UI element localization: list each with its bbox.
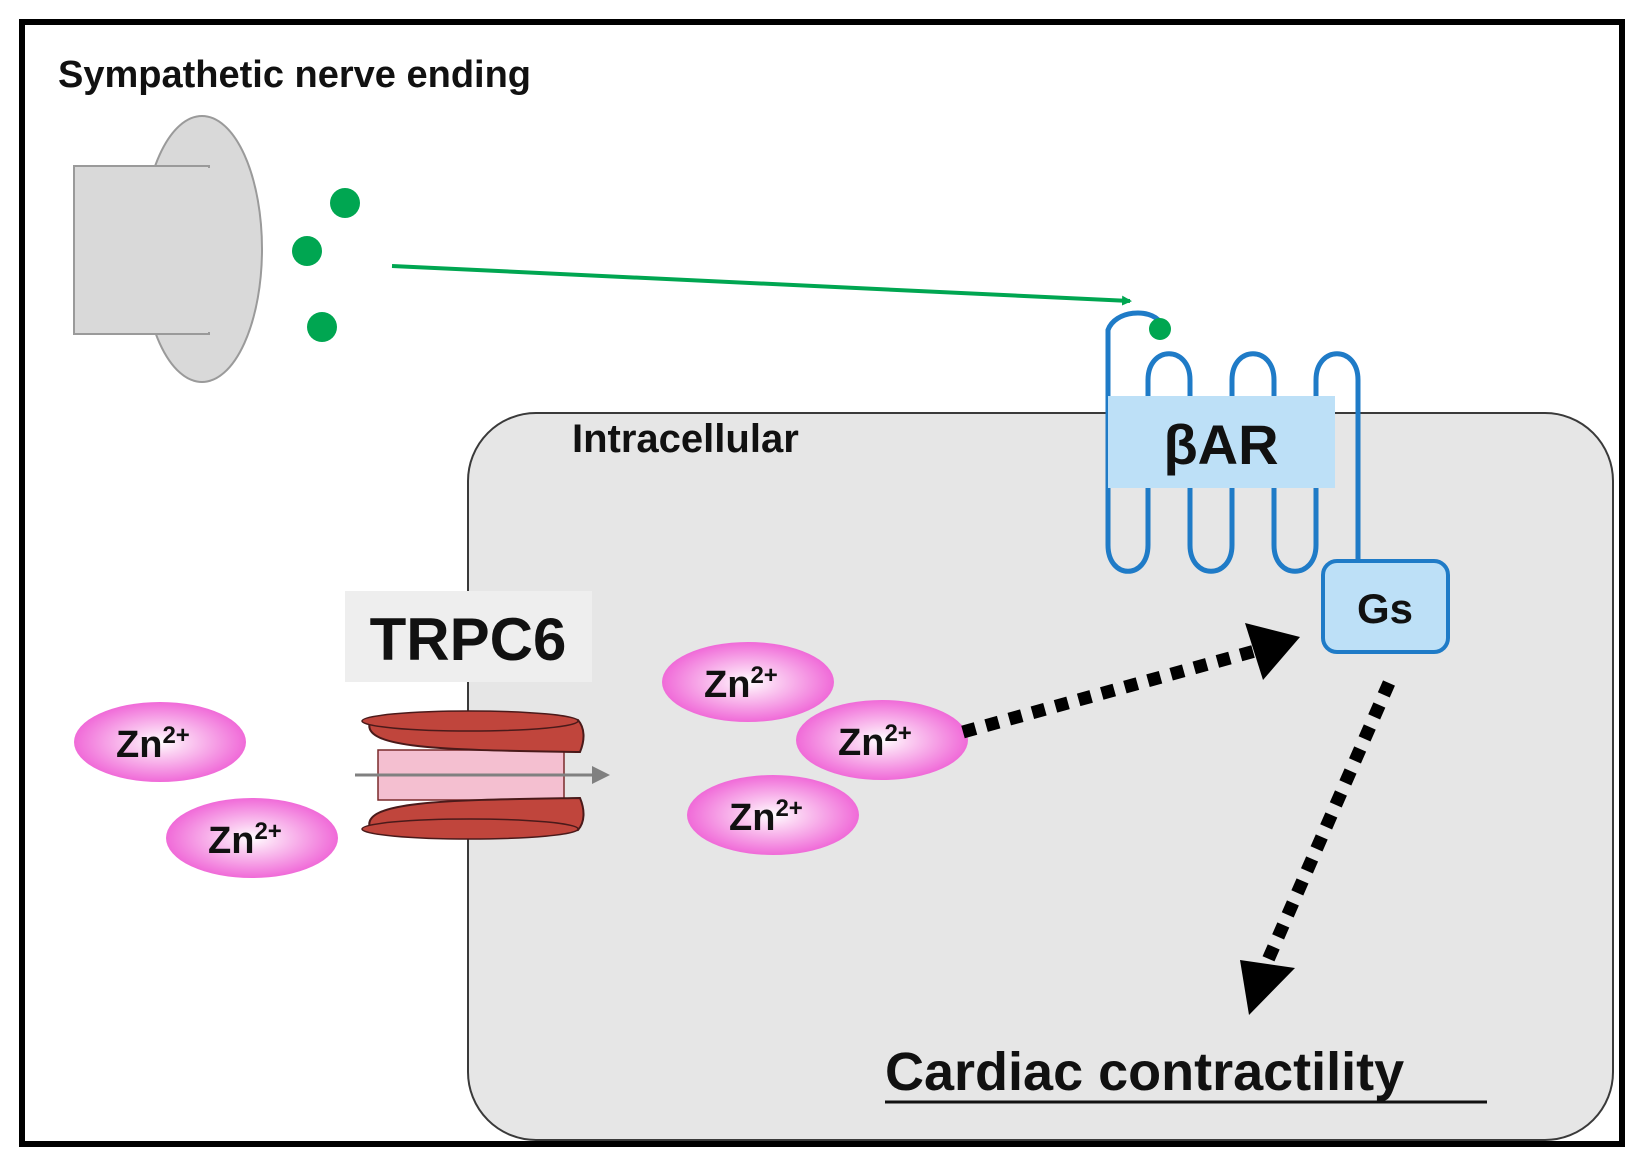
zinc-ion-charge: 2+ (162, 722, 189, 749)
neurotransmitter-arrow (391, 264, 1132, 306)
neurotransmitter-dot (307, 312, 337, 342)
receptor-label: βAR (1163, 413, 1278, 476)
gs-to-contractility-arrowhead (1240, 960, 1295, 1015)
zinc-to-gs-arrowhead (1245, 623, 1300, 680)
trpc6-label: TRPC6 (370, 606, 567, 673)
zinc-ion: Zn2+ (166, 798, 338, 878)
trpc6-label-box (345, 591, 592, 682)
zinc-ion-charge: 2+ (775, 795, 802, 822)
zinc-ion-charge: 2+ (750, 662, 777, 689)
trpc6-channel (361, 710, 585, 840)
gs-label: Gs (1357, 585, 1413, 632)
bound-ligand-dot (1149, 318, 1171, 340)
gs-protein-box (1321, 559, 1450, 654)
neurotransmitter-dot (330, 188, 360, 218)
zinc-ion: Zn2+ (687, 775, 859, 855)
zinc-ion-charge: 2+ (254, 818, 281, 845)
neurotransmitter-dot (292, 236, 322, 266)
gs-to-contractility-arrow (1262, 680, 1395, 963)
zinc-ions: Zn2+Zn2+Zn2+Zn2+Zn2+ (74, 642, 968, 878)
zinc-to-gs-arrow (961, 644, 1257, 739)
zinc-ion: Zn2+ (796, 700, 968, 780)
nerve-terminal (73, 115, 263, 383)
receptor-helix (1105, 310, 1361, 574)
intracellular-label: Intracellular (572, 417, 799, 461)
receptor-label-box (1108, 396, 1335, 488)
zinc-ion: Zn2+ (74, 702, 246, 782)
nerve-ending-label: Sympathetic nerve ending (58, 54, 531, 96)
zinc-ion: Zn2+ (662, 642, 834, 722)
ion-flow-arrowhead (592, 766, 610, 784)
zinc-ion-charge: 2+ (884, 720, 911, 747)
cell-body (467, 412, 1614, 1141)
outcome-label: Cardiac contractility (885, 1042, 1404, 1102)
